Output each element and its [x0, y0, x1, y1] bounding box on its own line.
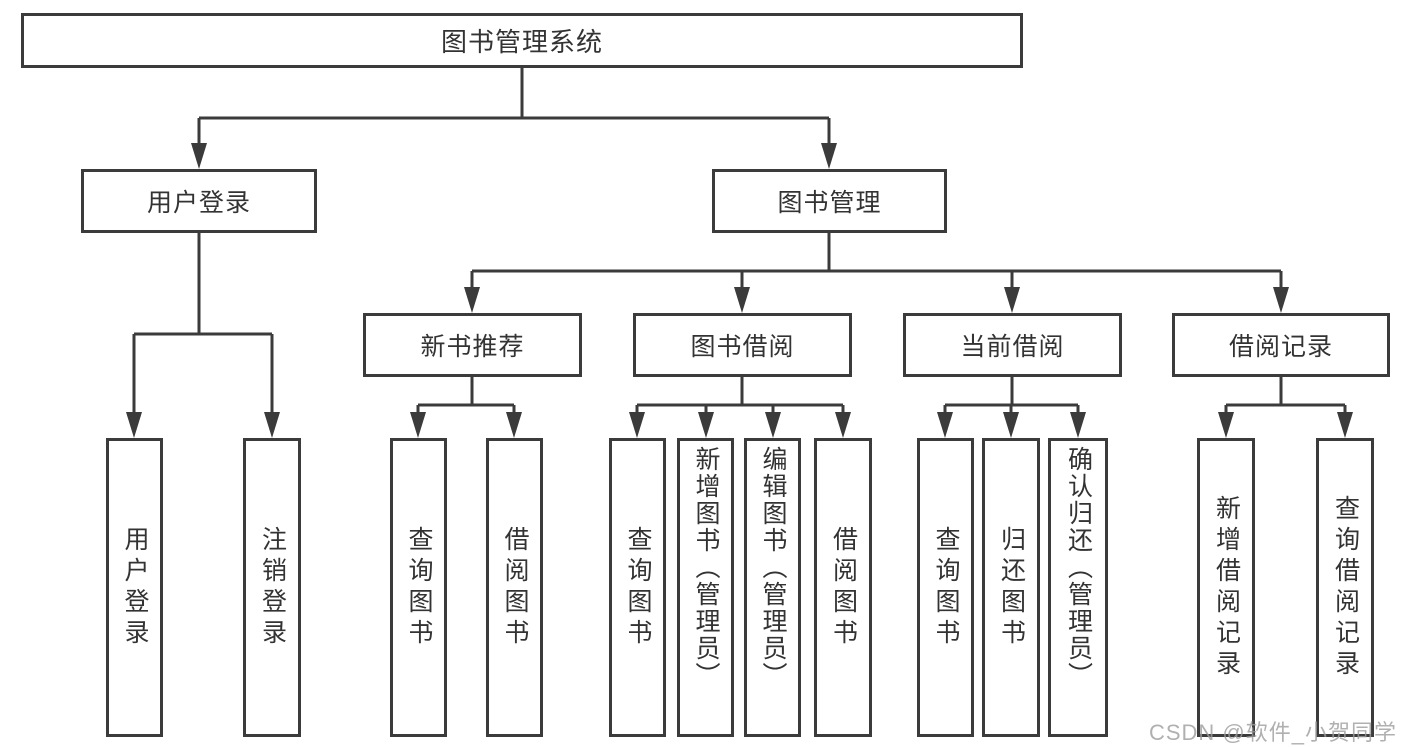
node-label: 用户登录 [146, 189, 251, 217]
leaf-borrow-books: 借阅图书 [814, 438, 872, 737]
node-label: 查询图书 [932, 525, 960, 650]
node-book-management: 图书管理 [712, 169, 947, 233]
arrow-down-icon [937, 412, 953, 438]
leaf-add-borrow-record: 新增借阅记录 [1197, 438, 1255, 737]
connector-new-book-children [410, 377, 522, 438]
node-label: 借阅图书 [829, 525, 858, 650]
node-label: 查询图书 [624, 525, 652, 650]
connector-book-borrow-children [629, 377, 851, 438]
arrow-down-icon [1218, 412, 1234, 438]
tree-line [416, 377, 516, 412]
leaf-logout: 注销登录 [243, 438, 301, 737]
arrow-down-icon [1273, 287, 1289, 313]
tree-line [470, 233, 1283, 287]
arrow-down-icon [464, 287, 480, 313]
node-label: 查询借阅记录 [1331, 494, 1360, 681]
node-new-book-recommendation: 新书推荐 [363, 313, 582, 377]
arrow-down-icon [1004, 287, 1020, 313]
node-label: 新增图书（管理员） [692, 446, 720, 689]
csdn-watermark: CSDN @软件_小贺同学 [1148, 720, 1397, 745]
leaf-query-books-borrow: 查询图书 [609, 438, 666, 737]
leaf-query-borrow-record: 查询借阅记录 [1316, 438, 1374, 737]
node-label: 图书管理系统 [440, 27, 603, 57]
connector-current-borrow-children [937, 377, 1086, 438]
leaf-query-books-recommend: 查询图书 [390, 438, 447, 737]
node-label: 图书借阅 [690, 333, 795, 361]
arrow-down-icon [765, 412, 781, 438]
node-label: 图书管理 [777, 189, 882, 217]
tree-line [197, 68, 831, 143]
arrow-down-icon [1070, 412, 1086, 438]
connector-user-login-children [126, 233, 280, 438]
arrow-down-icon [264, 412, 280, 438]
node-label: 当前借阅 [960, 333, 1065, 361]
node-label: 注销登录 [258, 525, 287, 650]
node-label: 借阅记录 [1228, 333, 1333, 361]
arrow-down-icon [410, 412, 426, 438]
node-label: 用户登录 [121, 525, 149, 650]
arrow-down-icon [1003, 412, 1019, 438]
arrow-down-icon [629, 412, 645, 438]
tree-line [635, 377, 845, 412]
node-borrowing-records: 借阅记录 [1172, 313, 1390, 377]
arrow-down-icon [191, 143, 207, 169]
node-library-management-system: 图书管理系统 [21, 13, 1023, 68]
arrow-down-icon [835, 412, 851, 438]
node-user-login: 用户登录 [81, 169, 317, 233]
arrow-down-icon [506, 412, 522, 438]
node-label: 归还图书 [997, 525, 1026, 650]
arrow-down-icon [1337, 412, 1353, 438]
node-label: 编辑图书（管理员） [759, 446, 787, 689]
node-label: 新书推荐 [420, 333, 525, 361]
node-label: 借阅图书 [501, 525, 529, 650]
leaf-user-login: 用户登录 [106, 438, 163, 737]
leaf-edit-books-admin: 编辑图书（管理员） [744, 438, 801, 737]
arrow-down-icon [126, 412, 142, 438]
connector-borrow-records-children [1218, 377, 1353, 438]
tree-line [132, 233, 274, 412]
node-current-borrowing: 当前借阅 [903, 313, 1122, 377]
tree-line [943, 377, 1080, 412]
node-book-borrowing: 图书借阅 [633, 313, 852, 377]
connector-book-mgmt-to-level3 [464, 233, 1289, 313]
leaf-query-books-current: 查询图书 [917, 438, 974, 737]
leaf-add-books-admin: 新增图书（管理员） [677, 438, 734, 737]
leaf-return-books: 归还图书 [982, 438, 1040, 737]
connector-root-to-level2 [191, 68, 837, 169]
arrow-down-icon [821, 143, 837, 169]
node-label: 查询图书 [405, 525, 433, 650]
arrow-down-icon [734, 287, 750, 313]
leaf-borrow-books-recommend: 借阅图书 [486, 438, 543, 737]
tree-line [1224, 377, 1347, 412]
node-label: 确认归还（管理员） [1064, 446, 1093, 689]
leaf-confirm-return-admin: 确认归还（管理员） [1048, 438, 1108, 737]
arrow-down-icon [698, 412, 714, 438]
node-label: 新增借阅记录 [1212, 494, 1241, 681]
